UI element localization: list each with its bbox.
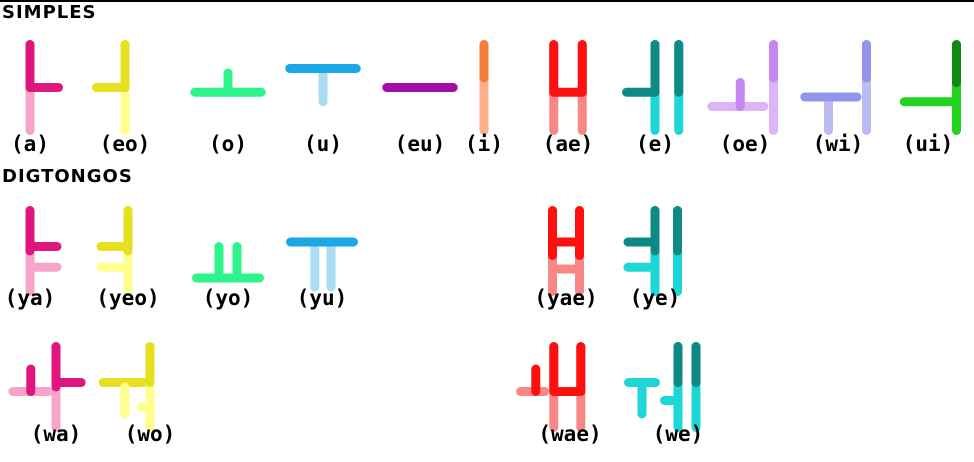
- vowel-a: (a): [0, 40, 95, 172]
- romanization-wi: (wi): [812, 132, 864, 156]
- romanization-wa: (wa): [30, 422, 82, 446]
- romanization-eo: (eo): [99, 132, 151, 156]
- romanization-e: (e): [636, 132, 674, 156]
- jamo-wi: [800, 40, 871, 135]
- romanization-wae: (wae): [538, 422, 602, 446]
- romanization-yae: (yae): [534, 286, 598, 310]
- vowel-wo: (wo): [85, 342, 215, 462]
- vowel-ae: (ae): [503, 40, 633, 172]
- vowel-wae: (wae): [505, 342, 635, 462]
- vowel-yo: (yo): [163, 206, 293, 326]
- vowel-eo: (eo): [60, 40, 190, 172]
- jamo-ae: [549, 40, 587, 135]
- vowel-i: (i): [419, 40, 549, 172]
- vowel-yae: (yae): [501, 206, 631, 326]
- vowel-u: (u): [258, 40, 388, 172]
- jamo-i: [479, 40, 489, 135]
- jamo-yu: [286, 237, 358, 292]
- jamo-eu: [382, 83, 458, 92]
- vowel-yu: (yu): [257, 206, 387, 326]
- romanization-wo: (wo): [124, 422, 176, 446]
- jamo-wo: [98, 342, 155, 432]
- romanization-ae: (ae): [542, 132, 594, 156]
- romanization-eu: (eu): [394, 132, 446, 156]
- romanization-yeo: (yeo): [96, 286, 160, 310]
- romanization-o: (o): [209, 132, 247, 156]
- jamo-oe: [707, 40, 778, 135]
- romanization-u: (u): [304, 132, 342, 156]
- jamo-wa: [8, 342, 86, 432]
- vowel-oe: (oe): [680, 40, 810, 172]
- vowel-yeo: (yeo): [63, 206, 193, 326]
- jamo-ye: [623, 206, 682, 296]
- vowel-wi: (wi): [773, 40, 903, 172]
- jamo-yae: [548, 206, 584, 296]
- section-title-simples: SIMPLES: [2, 2, 97, 23]
- romanization-ui: (ui): [902, 132, 954, 156]
- vowel-o: (o): [163, 40, 293, 172]
- romanization-ya: (ya): [4, 286, 56, 310]
- jamo-wae: [516, 342, 586, 432]
- romanization-we: (we): [652, 422, 704, 446]
- top-rule: [0, 0, 974, 2]
- vowel-wa: (wa): [0, 342, 121, 462]
- vowel-e: (e): [590, 40, 720, 172]
- romanization-oe: (oe): [719, 132, 771, 156]
- vowel-ye: (ye): [590, 206, 720, 326]
- vowel-we: (we): [613, 342, 743, 462]
- jamo-we: [624, 342, 701, 432]
- romanization-ye: (ye): [629, 286, 681, 310]
- section-title-digtongos: DIGTONGOS: [2, 166, 133, 187]
- jamo-e: [622, 40, 684, 135]
- vowel-eu: (eu): [355, 40, 485, 172]
- jamo-u: [285, 64, 361, 107]
- romanization-yo: (yo): [202, 286, 254, 310]
- vowel-ui: (ui): [863, 40, 974, 172]
- jamo-a: [25, 40, 63, 135]
- jamo-ya: [25, 206, 62, 296]
- vowel-ya: (ya): [0, 206, 95, 326]
- romanization-yu: (yu): [296, 286, 348, 310]
- romanization-i: (i): [465, 132, 503, 156]
- jamo-o: [190, 68, 266, 97]
- jamo-eo: [92, 40, 130, 135]
- jamo-yeo: [96, 206, 133, 296]
- jamo-yo: [192, 242, 264, 283]
- romanization-a: (a): [11, 132, 49, 156]
- jamo-ui: [899, 40, 961, 135]
